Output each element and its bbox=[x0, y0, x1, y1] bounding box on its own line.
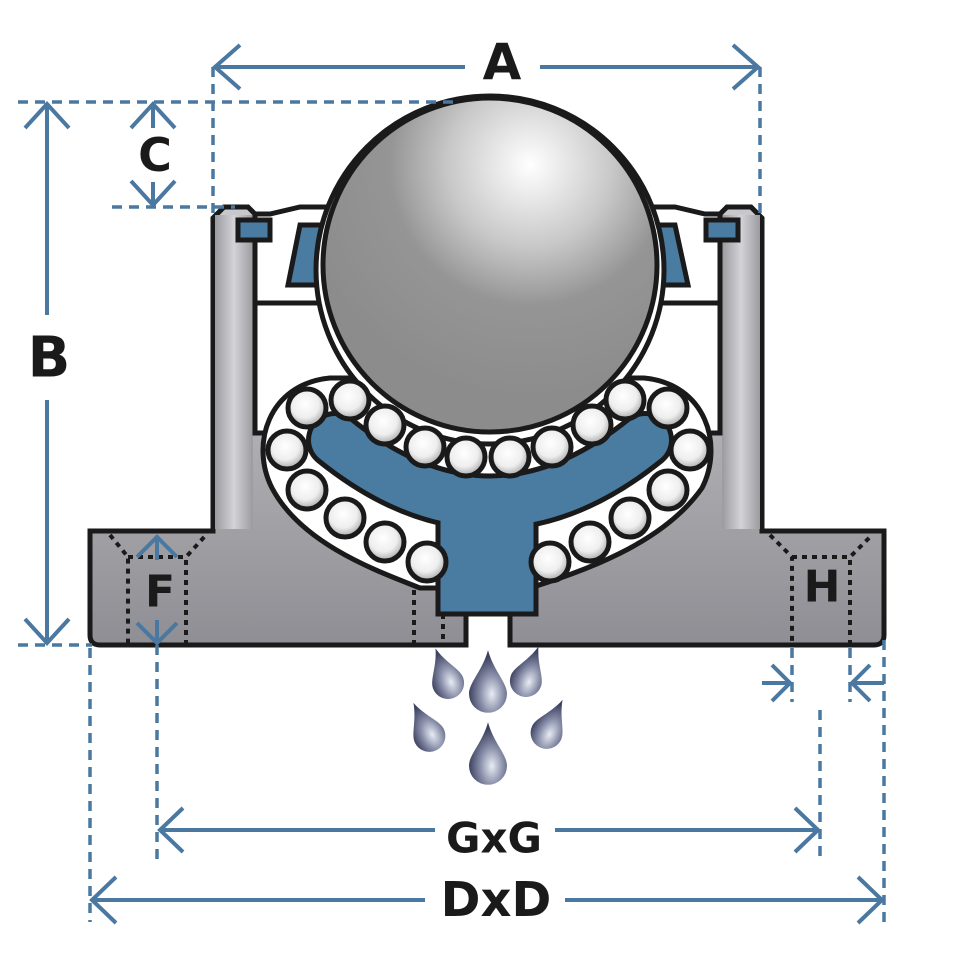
bearing-ball bbox=[265, 428, 309, 472]
clip-right bbox=[703, 217, 741, 243]
bearing-ball bbox=[403, 425, 447, 469]
label-dxd: DxD bbox=[441, 872, 552, 928]
bearing-ball bbox=[668, 428, 712, 472]
drop-icon bbox=[469, 722, 507, 785]
dimension-c: C bbox=[112, 101, 235, 209]
bearing-ball bbox=[568, 520, 612, 564]
drop-icon bbox=[413, 702, 446, 752]
bearing-ball bbox=[285, 386, 329, 430]
ball-cup bbox=[306, 411, 674, 617]
bearing-ball bbox=[405, 540, 449, 584]
bearing-ball bbox=[646, 468, 690, 512]
label-c: C bbox=[138, 128, 172, 182]
hole-f-outline bbox=[108, 533, 208, 645]
bearing-ball bbox=[608, 496, 652, 540]
dimension-d: DxD bbox=[88, 640, 886, 928]
dimension-g: GxG bbox=[157, 710, 822, 863]
dimension-f: F bbox=[135, 534, 179, 860]
bearing-ball bbox=[444, 435, 488, 479]
drop-icon bbox=[530, 699, 563, 749]
bearing-ball bbox=[323, 496, 367, 540]
bearing-ball bbox=[285, 468, 329, 512]
dimension-h: H bbox=[762, 562, 884, 703]
bearing-ball bbox=[530, 425, 574, 469]
label-gxg: GxG bbox=[446, 814, 542, 863]
main-ball bbox=[320, 95, 660, 435]
drop-icon bbox=[469, 650, 507, 713]
dimension-b: B bbox=[18, 100, 460, 647]
label-f: F bbox=[145, 567, 175, 618]
bearing-ball bbox=[363, 520, 407, 564]
bearing-balls bbox=[265, 378, 712, 584]
drop-icon bbox=[509, 646, 542, 697]
bearing-ball bbox=[646, 386, 690, 430]
bearing-ball bbox=[570, 403, 614, 447]
drain-drops bbox=[413, 646, 563, 785]
bearing-ball bbox=[528, 540, 572, 584]
label-b: B bbox=[28, 326, 71, 391]
dimension-a: A bbox=[211, 33, 762, 215]
clip-left bbox=[235, 217, 273, 243]
bearing-ball bbox=[488, 435, 532, 479]
bearing-ball bbox=[603, 378, 647, 422]
drop-icon bbox=[432, 648, 465, 699]
bearing-ball bbox=[363, 403, 407, 447]
label-a: A bbox=[483, 33, 522, 91]
label-h: H bbox=[804, 562, 841, 613]
bearing-ball bbox=[328, 378, 372, 422]
hole-h-outline bbox=[768, 533, 874, 645]
